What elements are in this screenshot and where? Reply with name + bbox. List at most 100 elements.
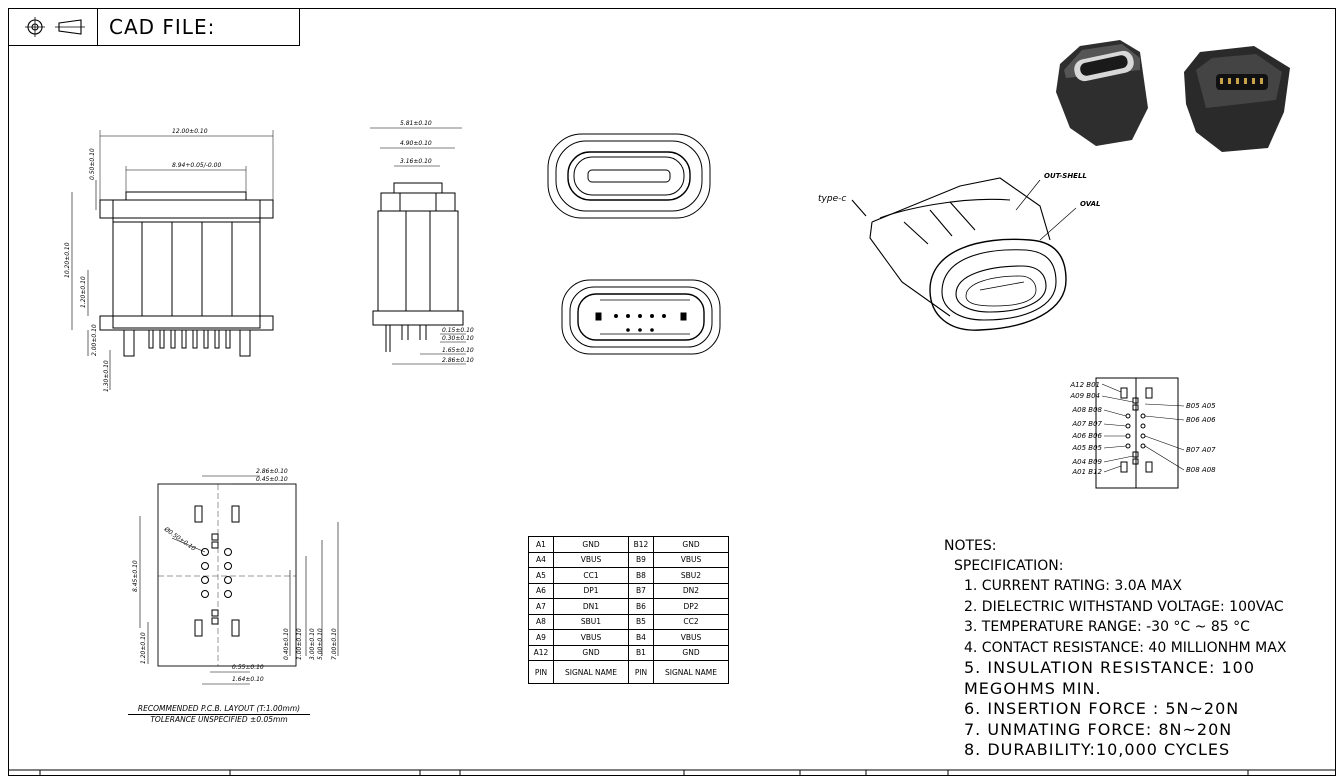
signal-cell: VBUS — [653, 629, 729, 646]
callout-oval: OVAL — [1080, 200, 1101, 208]
pin-cell: B4 — [628, 629, 654, 646]
pcb-dim-055: 0.55±0.10 — [232, 664, 264, 671]
dim-height-1020: 10.20±0.10 — [64, 242, 71, 278]
pin-cell: B5 — [628, 613, 654, 630]
pinout-labels-right: B05 A05 B06 A06 B07 A07 B08 A08 — [1186, 402, 1216, 474]
pin-cell: A8 — [528, 613, 554, 630]
signal-cell: DN2 — [653, 582, 729, 599]
cad-file-label: CAD FILE: — [109, 15, 216, 39]
pcb-dim-045: 0.45±0.10 — [256, 476, 288, 483]
callout-out-shell: OUT-SHELL — [1044, 172, 1087, 180]
pin-cell: A1 — [528, 536, 554, 553]
pin-cell: B9 — [628, 551, 654, 568]
signal-cell: GND — [653, 536, 729, 553]
specification-list: 1. CURRENT RATING: 3.0A MAX 2. DIELECTRI… — [964, 576, 1344, 761]
pcb-dim-100: 1.00±0.10 — [296, 628, 303, 660]
pin-cell: PIN — [528, 660, 554, 684]
pin-label: A04 B09 — [1071, 458, 1102, 466]
dim-050: 0.50±0.10 — [89, 148, 96, 180]
port-face-front — [547, 133, 711, 219]
pinout-diagram — [1095, 377, 1185, 489]
signal-cell: SIGNAL NAME — [653, 660, 729, 684]
third-angle-projection-icon — [25, 17, 85, 37]
pcb-dim-500: 5.00±0.10 — [317, 628, 324, 660]
spec-item: 8. DURABILITY:10,000 CYCLES — [964, 740, 1231, 759]
pcb-caption-line2: TOLERANCE UNSPECIFIED ±0.05mm — [150, 715, 288, 724]
pin-label: A05 B05 — [1071, 444, 1102, 452]
front-pins — [148, 329, 231, 349]
signal-cell: SBU1 — [553, 613, 629, 630]
signal-cell: DP1 — [553, 582, 629, 599]
signal-cell: CC2 — [653, 613, 729, 630]
pcb-dim-120: 1.20±0.10 — [140, 632, 147, 664]
dim-316: 3.16±0.10 — [400, 158, 432, 165]
product-photo — [1056, 40, 1290, 152]
title-block: CAD FILE: — [8, 8, 300, 46]
pin-cell: B8 — [628, 567, 654, 584]
dim-inner-894: 8.94+0.05/-0.00 — [172, 162, 221, 169]
pcb-dim-040: 0.40±0.10 — [283, 628, 290, 660]
pin-label: B06 A06 — [1186, 416, 1216, 424]
pin-cell: B6 — [628, 598, 654, 615]
dim-490: 4.90±0.10 — [400, 140, 432, 147]
pin-cell: PIN — [628, 660, 654, 684]
spec-item: 5. INSULATION RESISTANCE: 100 MEGOHMS MI… — [964, 658, 1256, 698]
signal-cell: SBU2 — [653, 567, 729, 584]
specification-heading: SPECIFICATION: — [954, 558, 1064, 574]
pin-cell: A6 — [528, 582, 554, 599]
pin-label: B07 A07 — [1186, 446, 1216, 454]
signal-cell: SIGNAL NAME — [553, 660, 629, 684]
dim-581: 5.81±0.10 — [400, 120, 432, 127]
signal-cell: GND — [653, 644, 729, 661]
pin-cell: B7 — [628, 582, 654, 599]
signal-cell: VBUS — [653, 551, 729, 568]
dim-286: 2.86±0.10 — [442, 357, 474, 364]
pin-label: A08 B08 — [1071, 406, 1102, 414]
pin-label: A09 B04 — [1069, 392, 1100, 400]
signal-cell: GND — [553, 536, 629, 553]
spec-item: 4. CONTACT RESISTANCE: 40 MILLIONHM MAX — [964, 639, 1287, 656]
pinout-labels-left: A12 B01 A09 B04 A08 B08 A07 B07 A06 B06 … — [1069, 381, 1102, 476]
pin-label: A07 B07 — [1071, 420, 1102, 428]
pin-label: A01 B12 — [1071, 468, 1102, 476]
dim-030: 0.30±0.10 — [442, 335, 474, 342]
spec-item: 6. INSERTION FORCE : 5N~20N — [964, 699, 1240, 718]
pcb-layout — [139, 475, 339, 685]
dim-width-12: 12.00±0.10 — [172, 128, 208, 135]
signal-cell: VBUS — [553, 551, 629, 568]
pcb-caption-line1: RECOMMENDED P.C.B. LAYOUT (T:1.00mm) — [128, 704, 310, 715]
callout-type-c: type-c — [818, 194, 846, 204]
pin-cell: A9 — [528, 629, 554, 646]
pin-label: B05 A05 — [1186, 402, 1216, 410]
pcb-dim-300: 3.00±0.10 — [309, 628, 316, 660]
pin-cell: A12 — [528, 644, 554, 661]
side-view — [370, 127, 466, 365]
signal-cell: DN1 — [553, 598, 629, 615]
pcb-dim-164: 1.64±0.10 — [232, 676, 264, 683]
signal-cell: DP2 — [653, 598, 729, 615]
signal-cell: GND — [553, 644, 629, 661]
dim-130: 1.30±0.10 — [103, 360, 110, 392]
spec-item: 3. TEMPERATURE RANGE: -30 °C ~ 85 °C — [964, 619, 1250, 635]
pin-label: A12 B01 — [1069, 381, 1100, 389]
dim-015: 0.15±0.10 — [442, 327, 474, 334]
pcb-dim-286: 2.86±0.10 — [256, 468, 288, 475]
pin-label: A06 B06 — [1071, 432, 1102, 440]
signal-cell: CC1 — [553, 567, 629, 584]
pcb-dim-dia050: Ø0.50±0.10 — [162, 525, 197, 552]
pin-cell: B12 — [628, 536, 654, 553]
dim-165: 1.65±0.10 — [442, 347, 474, 354]
drawing-frame — [8, 8, 1336, 776]
pcb-layout-caption: RECOMMENDED P.C.B. LAYOUT (T:1.00mm) TOL… — [128, 704, 310, 724]
spec-item: 2. DIELECTRIC WITHSTAND VOLTAGE: 100VAC — [964, 598, 1284, 615]
dim-120: 1.20±0.10 — [80, 276, 87, 308]
